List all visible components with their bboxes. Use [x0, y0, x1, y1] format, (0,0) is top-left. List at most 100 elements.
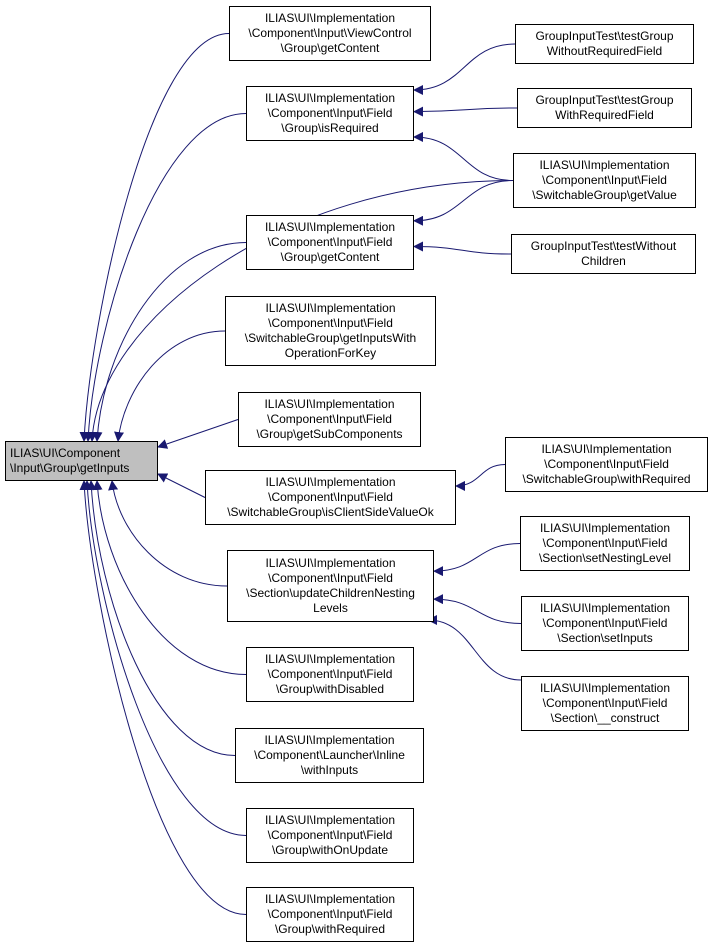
- edge-grp_withOnUpdate-to-root: [82, 480, 247, 836]
- edge-sw_getInputsWithOp-to-root: [114, 330, 226, 442]
- node-label-line: \Component\Input\Field: [267, 235, 393, 249]
- node-label-line: GroupInputTest\testGroup: [535, 29, 674, 43]
- node-label-line: ILIAS\UI\Implementation: [541, 442, 672, 456]
- node-label-line: GroupInputTest\testGroup: [535, 93, 674, 107]
- node-label-line: ILIAS\UI\Implementation: [264, 220, 396, 234]
- node-label-line: ILIAS\UI\Implementation: [265, 475, 396, 489]
- node-label-line: ILIAS\UI\Component: [10, 446, 121, 460]
- node-label-line: \Group\withDisabled: [275, 682, 385, 696]
- node-label-line: Levels: [313, 601, 348, 615]
- node-switchablegroup-getinputswithoperationforkey[interactable]: ILIAS\UI\Implementation \Component\Input…: [225, 296, 436, 366]
- node-label-line: ILIAS\UI\Implementation: [264, 11, 396, 25]
- node-label-line: ILIAS\UI\Implementation: [264, 733, 395, 747]
- node-label-line: \Component\Input\Field: [267, 412, 392, 426]
- node-label-line: ILIAS\UI\Implementation: [264, 91, 396, 105]
- node-label-line: \Section\__construct: [550, 711, 660, 725]
- node-test-without-children[interactable]: GroupInputTest\testWithout Children: [511, 234, 696, 274]
- node-label-line: \Component\Input\Field: [542, 616, 668, 630]
- node-label-line: Children: [581, 254, 626, 268]
- node-label-line: WithRequiredField: [555, 108, 654, 122]
- node-section-setinputs[interactable]: ILIAS\UI\Implementation \Component\Input…: [521, 596, 689, 651]
- node-label-line: \Group\getContent: [280, 250, 380, 264]
- edge-sw_getValue-to-grp_isRequired: [413, 131, 514, 181]
- node-label-line: \Component\Input\Field: [267, 828, 393, 842]
- node-label-line: \Input\Group\getInputs: [10, 461, 130, 475]
- node-label-line: \Group\getSubComponents: [256, 427, 403, 441]
- node-label-line: \Group\isRequired: [281, 121, 379, 135]
- node-label-line: \Component\Input\Field: [268, 571, 393, 585]
- edge-sec_construct-to-sec_updateNesting: [427, 615, 522, 681]
- node-label-line: ILIAS\UI\Implementation: [265, 301, 396, 315]
- edge-test_withoutRequired-to-grp_isRequired: [413, 43, 516, 95]
- node-label-line: ILIAS\UI\Implementation: [264, 892, 396, 906]
- node-group-withrequired[interactable]: ILIAS\UI\Implementation \Component\Input…: [246, 887, 414, 942]
- node-label-line: \Component\Input\Field: [542, 173, 667, 187]
- edge-sw_isClientSide-to-root: [157, 473, 206, 498]
- node-label-line: \SwitchableGroup\getValue: [532, 188, 677, 202]
- node-label-line: WithoutRequiredField: [546, 44, 663, 58]
- node-label-line: ILIAS\UI\Implementation: [264, 652, 396, 666]
- node-label-line: ILIAS\UI\Implementation: [265, 556, 396, 570]
- node-label-line: \Component\Input\Field: [268, 316, 393, 330]
- edge-sec_setNestingLevel-to-sec_updateNesting: [433, 543, 521, 577]
- node-group-getcontent[interactable]: ILIAS\UI\Implementation \Component\Input…: [246, 215, 414, 270]
- node-test-group-without-required-field[interactable]: GroupInputTest\testGroup WithoutRequired…: [515, 24, 694, 64]
- node-label-line: OperationForKey: [284, 346, 377, 360]
- edge-sw_withRequired-to-sw_isClientSide: [455, 464, 506, 491]
- edge-grp_getContent-to-root: [92, 242, 247, 442]
- edge-grp_withRequired-to-root: [79, 480, 247, 915]
- node-label-line: \Component\Input\Field: [267, 106, 393, 120]
- edge-test_withRequired-to-grp_isRequired: [413, 106, 518, 117]
- node-label-line: ILIAS\UI\Implementation: [539, 681, 671, 695]
- node-label-line: GroupInputTest\testWithout: [530, 239, 677, 253]
- node-label-line: ILIAS\UI\Implementation: [539, 158, 670, 172]
- edge-grp_getSubComponents-to-root: [157, 419, 239, 449]
- node-label-line: \SwitchableGroup\withRequired: [522, 472, 691, 486]
- node-label-line: ILIAS\UI\Implementation: [264, 813, 396, 827]
- node-viewcontrol-group-getcontent[interactable]: ILIAS\UI\Implementation \Component\Input…: [229, 6, 431, 61]
- edge-vc_getContent-to-root: [79, 33, 230, 442]
- node-label-line: ILIAS\UI\Implementation: [539, 601, 671, 615]
- node-label-line: \Section\setInputs: [557, 631, 653, 645]
- node-group-withdisabled[interactable]: ILIAS\UI\Implementation \Component\Input…: [246, 647, 414, 702]
- node-label-line: \Group\withOnUpdate: [271, 843, 389, 857]
- node-label-line: \withInputs: [300, 763, 359, 777]
- node-group-isrequired[interactable]: ILIAS\UI\Implementation \Component\Input…: [246, 86, 414, 141]
- node-label-line: \Component\Launcher\Inline: [254, 748, 405, 762]
- node-section-updatechildrennestinglevels[interactable]: ILIAS\UI\Implementation \Component\Input…: [227, 550, 434, 622]
- node-launcher-inline-withinputs[interactable]: ILIAS\UI\Implementation \Component\Launc…: [235, 728, 424, 783]
- edge-launcher_withInputs-to-root: [86, 480, 236, 756]
- edge-test_withoutChildren-to-grp_getContent: [413, 241, 512, 255]
- node-label-line: \SwitchableGroup\getInputsWith: [244, 331, 417, 345]
- node-label-line: \Group\getContent: [280, 41, 380, 55]
- node-label-line: \Component\Input\Field: [542, 696, 668, 710]
- node-group-withonupdate[interactable]: ILIAS\UI\Implementation \Component\Input…: [246, 808, 414, 863]
- node-group-getsubcomponents[interactable]: ILIAS\UI\Implementation \Component\Input…: [238, 392, 421, 447]
- edge-sec_setInputs-to-sec_updateNesting: [433, 594, 522, 624]
- node-label-line: \Component\Input\Field: [544, 457, 669, 471]
- node-test-group-with-required-field[interactable]: GroupInputTest\testGroup WithRequiredFie…: [517, 88, 692, 128]
- node-label-line: ILIAS\UI\Implementation: [539, 521, 671, 535]
- node-section-construct[interactable]: ILIAS\UI\Implementation \Component\Input…: [521, 676, 689, 731]
- node-switchablegroup-withrequired[interactable]: ILIAS\UI\Implementation \Component\Input…: [505, 437, 708, 492]
- node-label-line: \Component\Input\Field: [267, 667, 393, 681]
- node-label-line: \Component\Input\ViewControl: [248, 26, 412, 40]
- node-label-line: \Component\Input\Field: [542, 536, 668, 550]
- node-switchablegroup-getvalue[interactable]: ILIAS\UI\Implementation \Component\Input…: [513, 153, 696, 208]
- edge-grp_withDisabled-to-root: [92, 480, 247, 675]
- edge-grp_isRequired-to-root: [83, 113, 247, 442]
- node-label-line: \Section\updateChildrenNesting: [246, 586, 415, 600]
- node-label-line: \Group\withRequired: [274, 922, 386, 936]
- edge-sw_getValue-to-grp_getContent: [413, 180, 514, 226]
- edge-sec_updateNesting-to-root: [108, 480, 228, 587]
- node-label-line: \Section\setNestingLevel: [538, 551, 672, 565]
- node-label-line: \SwitchableGroup\isClientSideValueOk: [227, 505, 434, 519]
- node-label-line: \Component\Input\Field: [268, 490, 393, 504]
- node-label-line: ILIAS\UI\Implementation: [264, 397, 395, 411]
- node-section-setnestinglevel[interactable]: ILIAS\UI\Implementation \Component\Input…: [520, 516, 690, 571]
- node-root-group-getinputs[interactable]: ILIAS\UI\Component \Input\Group\getInput…: [5, 441, 158, 481]
- node-switchablegroup-isclientsidevalueok[interactable]: ILIAS\UI\Implementation \Component\Input…: [205, 470, 456, 525]
- node-label-line: \Component\Input\Field: [267, 907, 393, 921]
